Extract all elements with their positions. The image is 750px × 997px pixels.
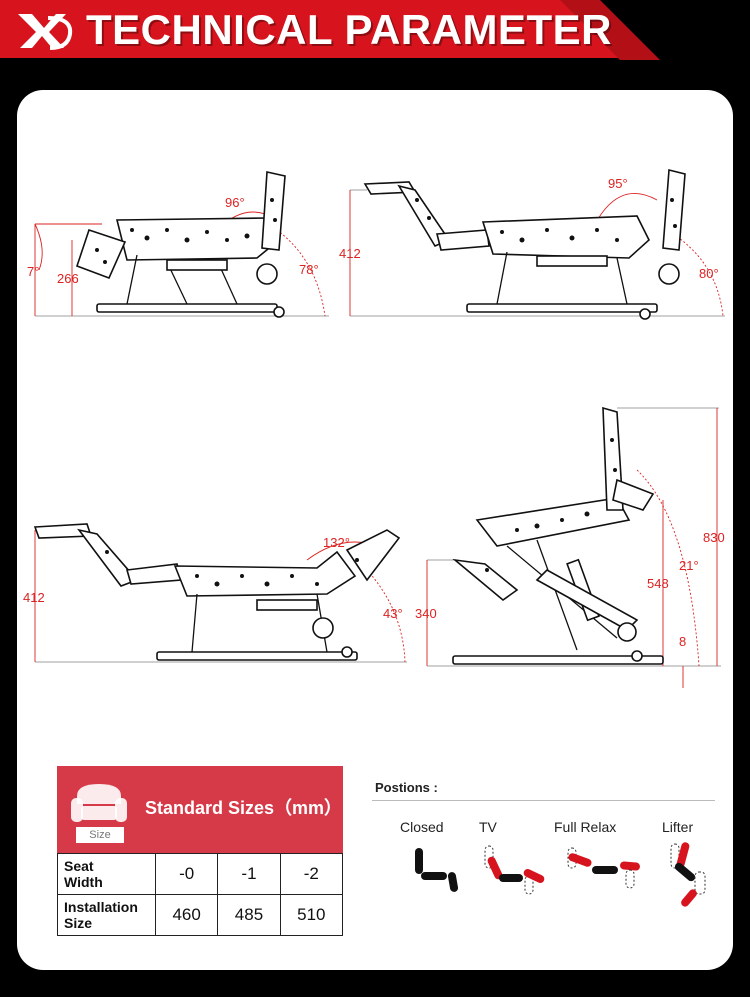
table-cell: 510	[279, 894, 344, 936]
page-title: TECHNICAL PARAMETER	[86, 6, 612, 53]
standard-sizes-title: Standard Sizes（mm）	[145, 798, 343, 818]
height-548-label: 548	[647, 576, 669, 591]
closed-position-icon	[415, 848, 459, 892]
lifter-position-icon	[670, 842, 706, 907]
angle-seat-label: 7°	[27, 264, 39, 279]
sofa-icon	[71, 784, 127, 822]
table-cell: 485	[217, 894, 281, 936]
header: TECHNICAL PARAMETER	[0, 0, 750, 62]
height-340-label: 340	[415, 606, 437, 621]
full-relax-position-icon	[567, 847, 640, 889]
position-label-closed: Closed	[400, 819, 444, 835]
header-banner	[0, 0, 750, 62]
table-cell: -1	[217, 853, 281, 895]
height-412-mid-label: 412	[23, 590, 45, 605]
diagram-full-relax: 412 132° 43°	[23, 523, 407, 663]
angle-rear-80-label: 80°	[699, 266, 719, 281]
angle-back-96-label: 96°	[225, 195, 245, 210]
diagram-closed-tilt: 7° 266 96° 78°	[27, 171, 329, 318]
angle-rear-43-label: 43°	[383, 606, 403, 621]
positions-title: Postions :	[375, 780, 438, 795]
angle-back-132-label: 132°	[323, 535, 350, 550]
table-cell: -0	[154, 853, 219, 895]
mechanism-diagrams: 7° 266 96° 78°	[23, 168, 725, 688]
content-panel: 7° 266 96° 78°	[17, 90, 733, 970]
height-830-label: 830	[703, 530, 725, 545]
table-cell: -2	[279, 853, 344, 895]
angle-lift-21-label: 21°	[679, 558, 699, 573]
position-label-tv: TV	[479, 819, 497, 835]
position-label-full-relax: Full Relax	[554, 819, 617, 835]
angle-back-95-label: 95°	[608, 176, 628, 191]
size-icon-label: Size	[75, 826, 125, 844]
positions-divider	[372, 800, 715, 801]
tv-position-icon	[484, 845, 545, 895]
angle-rear-78-label: 78°	[299, 262, 319, 277]
position-label-lifter: Lifter	[662, 819, 694, 835]
table-cell: 460	[154, 894, 219, 936]
diagram-tv-position: 412 95° 80°	[339, 168, 725, 320]
offset-8-label: 8	[679, 634, 686, 649]
standard-sizes-header: Size Standard Sizes（mm）	[57, 766, 343, 853]
height-266-label: 266	[57, 271, 79, 286]
xd-logo	[18, 14, 73, 50]
diagram-lifter: 340 548 830 21° 8	[415, 406, 725, 688]
height-412-top-label: 412	[339, 246, 361, 261]
